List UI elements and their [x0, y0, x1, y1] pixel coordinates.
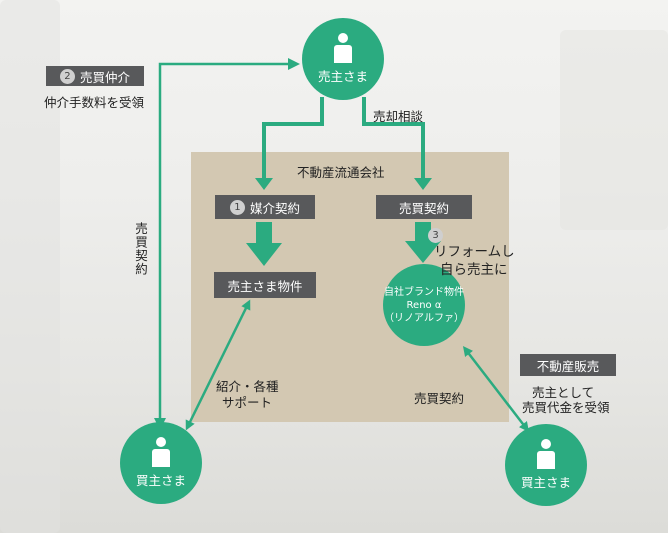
buyer-right-node: 買主さま: [505, 424, 587, 506]
brokerage-fee-text: 仲介手数料を受領: [44, 95, 145, 110]
buyer-left-node: 買主さま: [120, 422, 202, 504]
reno-name-2: Reno α: [406, 299, 442, 311]
step-number: 1: [229, 199, 245, 215]
seller-node: 売主さま: [302, 18, 384, 100]
step-number: 2: [59, 68, 75, 84]
arrow-contract-to-reno: [405, 222, 441, 263]
intro-line-1: 紹介・各種: [216, 379, 279, 394]
intro-line-2: サポート: [222, 395, 273, 410]
arrow-seller-to-brokerage: [262, 97, 324, 178]
reno-name-1: 自社ブランド物件: [384, 286, 464, 298]
sales-desc-line-2: 売買代金を受領: [522, 400, 610, 415]
background-building: [0, 0, 60, 533]
arrow-property-buyer: [185, 299, 251, 431]
background-building: [560, 30, 668, 230]
arrow-brokerage-to-property: [246, 222, 282, 266]
person-icon: [150, 437, 172, 467]
buyer-left-label: 買主さま: [135, 473, 186, 488]
seller-label: 売主さま: [317, 69, 368, 84]
arrow-seller-to-contract: [362, 97, 425, 178]
sale-contract-box: 売買契約: [376, 195, 472, 219]
seller-property-label: 売主さま物件: [227, 278, 303, 294]
brokerage-label: 媒介契約: [249, 200, 300, 216]
reform-line-2: 自ら売主に: [440, 262, 508, 278]
seller-property-box: 売主さま物件: [214, 272, 316, 298]
sales-tag: 不動産販売: [520, 354, 616, 376]
arrow-buyer-to-seller: [158, 62, 290, 428]
arrowhead: [255, 178, 273, 190]
brokerage-box: 1 媒介契約: [215, 195, 315, 219]
sales-desc-line-1: 売主として: [532, 385, 595, 400]
reno-alpha-node: 自社ブランド物件 Reno α （リノアルファ）: [383, 264, 465, 346]
brokerage-tag: 2 売買仲介: [46, 66, 144, 86]
company-title: 不動産流通会社: [297, 165, 385, 180]
left-contract-label: 売買契約: [133, 222, 148, 276]
consult-label: 売却相談: [373, 109, 424, 124]
sales-tag-label: 不動産販売: [536, 358, 600, 374]
arrow-reno-buyer: [462, 346, 530, 432]
person-icon: [332, 33, 354, 63]
reno-name-3: （リノアルファ）: [384, 312, 464, 324]
arrowhead: [288, 58, 300, 70]
reform-line-1: リフォームし: [434, 244, 515, 260]
right-contract-label: 売買契約: [414, 391, 465, 406]
sale-contract-label: 売買契約: [398, 200, 449, 216]
brokerage-tag-label: 売買仲介: [79, 69, 130, 85]
arrowhead: [414, 178, 432, 190]
step-number: 3: [428, 228, 443, 243]
person-icon: [535, 439, 557, 469]
buyer-right-label: 買主さま: [520, 475, 571, 490]
